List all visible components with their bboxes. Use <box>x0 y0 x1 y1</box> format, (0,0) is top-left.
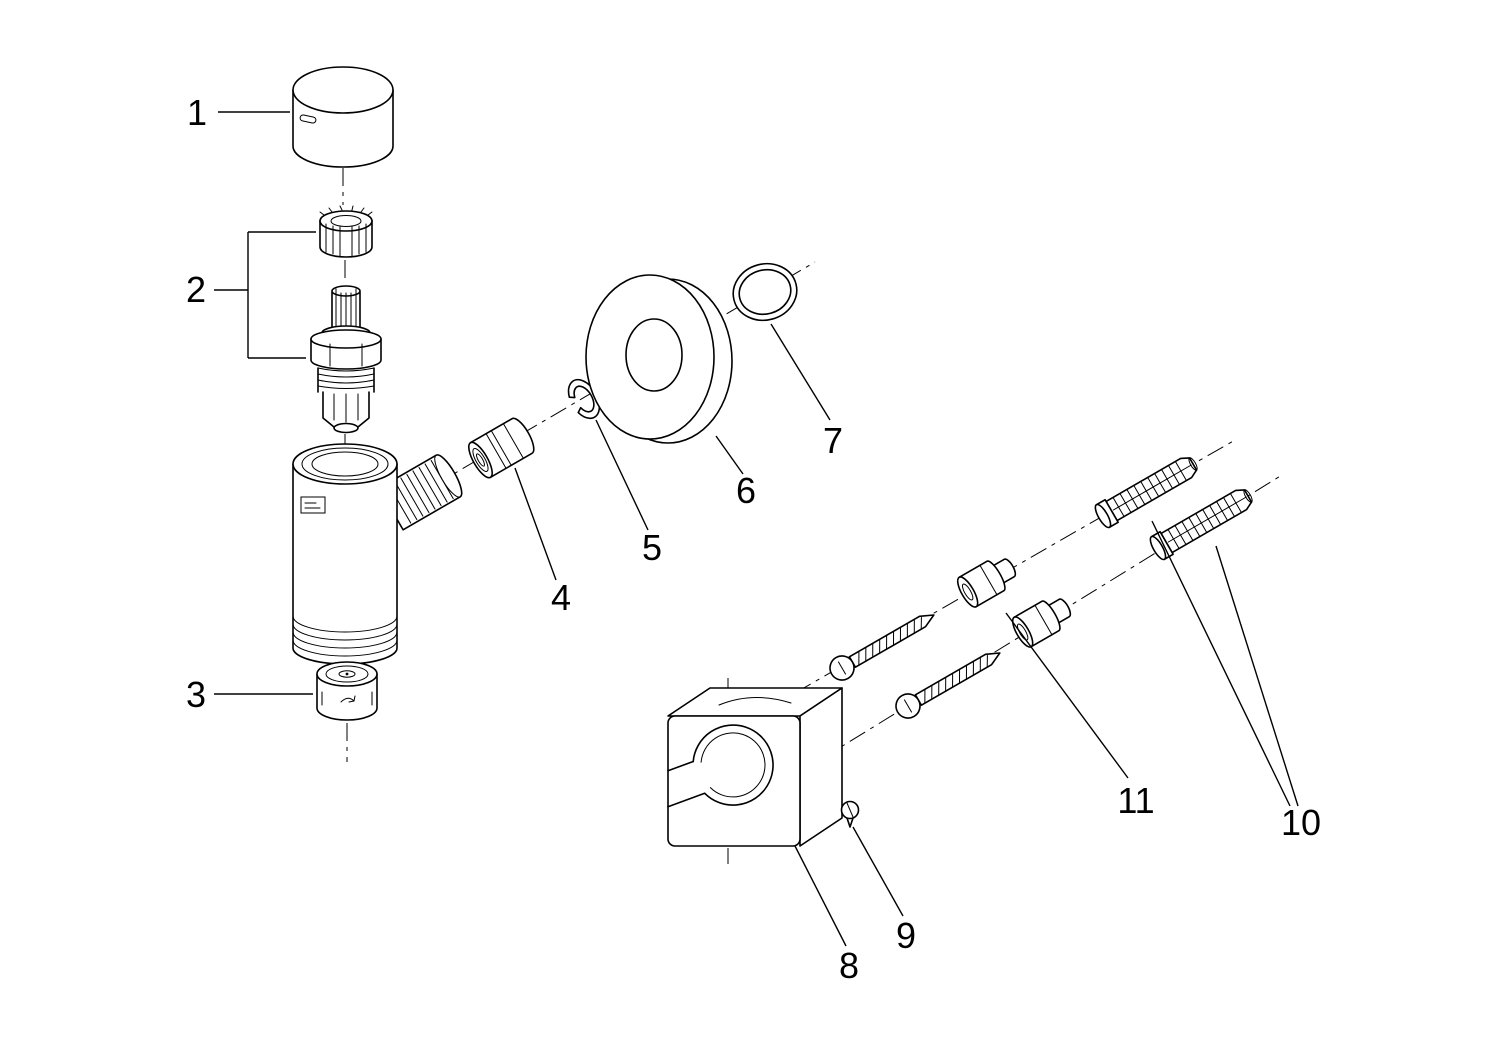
leader-line-7 <box>770 323 831 421</box>
leader-line-9 <box>852 826 904 917</box>
part-2-spline-adapter <box>319 205 373 258</box>
callout-3: 3 <box>186 674 206 715</box>
part-valve-body <box>292 443 463 665</box>
part-10-wall-anchor-1 <box>1091 450 1203 531</box>
callout-6: 6 <box>736 470 756 511</box>
part-10-wall-anchor-2 <box>1146 482 1258 563</box>
callout-7: 7 <box>823 420 843 461</box>
part-8-wall-bracket <box>667 687 843 847</box>
part-6-escutcheon-flange <box>585 274 733 444</box>
callout-2: 2 <box>186 269 206 310</box>
side-port-thread <box>378 454 463 531</box>
leader-line-5 <box>595 419 649 531</box>
mounting-screw-2 <box>890 641 1007 724</box>
part-11-spacer-1 <box>953 550 1023 611</box>
part-1-handle-cap <box>292 66 394 168</box>
part-7-o-ring <box>732 262 798 322</box>
callout-10: 10 <box>1281 802 1321 843</box>
leader-line-10a <box>1151 520 1291 807</box>
callout-9: 9 <box>896 915 916 956</box>
flow-mark-icon <box>340 695 356 703</box>
leader-line-11 <box>1005 612 1129 779</box>
callout-labels: 1 2 3 4 5 6 7 8 9 10 11 <box>186 92 1321 986</box>
callout-11: 11 <box>1117 780 1154 821</box>
callout-4: 4 <box>551 577 571 618</box>
leader-line-2 <box>214 231 316 359</box>
part-11-spacer-2 <box>1008 590 1078 651</box>
leader-line-4 <box>514 467 557 581</box>
part-2-cartridge <box>310 285 382 434</box>
part-4-adapter <box>463 414 539 482</box>
part-3-shutoff-cap <box>316 661 378 721</box>
mounting-screw-1 <box>824 603 941 686</box>
leader-line-10b <box>1215 545 1299 807</box>
leader-line-6 <box>715 435 744 475</box>
callout-5: 5 <box>642 527 662 568</box>
callout-8: 8 <box>839 945 859 986</box>
leader-lines <box>214 111 1299 947</box>
brand-badge <box>300 496 326 514</box>
leader-line-8 <box>794 845 847 947</box>
callout-1: 1 <box>187 92 207 133</box>
part-9-set-screw <box>840 800 860 828</box>
